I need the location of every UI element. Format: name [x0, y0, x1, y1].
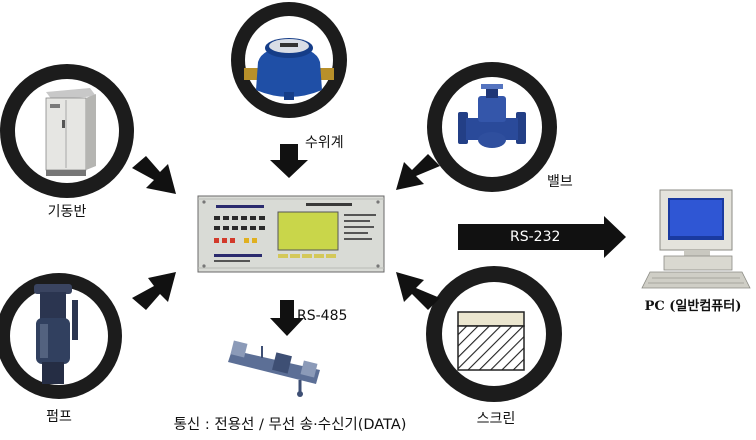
controller-icon — [197, 195, 385, 273]
arrow-water-meter — [270, 144, 308, 178]
label-water-meter: 수위계 — [305, 135, 344, 151]
screen-icon — [457, 311, 525, 371]
water-meter-icon — [244, 38, 334, 100]
label-pc: PC (일반컴퓨터) — [644, 299, 742, 314]
label-screen: 스크린 — [476, 411, 516, 427]
label-rs232: RS-232 — [510, 229, 561, 245]
label-rs485: RS-485 — [297, 308, 348, 324]
arrow-control-panel — [132, 156, 176, 194]
pc-icon — [641, 189, 751, 289]
arrow-rs232 — [458, 216, 626, 258]
arrow-valve — [396, 154, 440, 190]
label-pump: 펌프 — [46, 409, 72, 425]
pump-icon — [34, 284, 78, 384]
label-control-panel: 기동반 — [47, 204, 87, 220]
label-valve: 밸브 — [547, 174, 573, 190]
label-comms: 통신 : 전용선 / 무선 송·수신기(DATA) — [173, 417, 407, 433]
cabinet-icon — [45, 88, 96, 176]
valve-icon — [458, 84, 526, 148]
arrow-rs485 — [270, 300, 304, 336]
input-arrows — [132, 144, 626, 336]
arrow-screen — [396, 272, 440, 310]
arrow-pump — [132, 272, 176, 310]
transmitter-icon — [228, 340, 320, 397]
